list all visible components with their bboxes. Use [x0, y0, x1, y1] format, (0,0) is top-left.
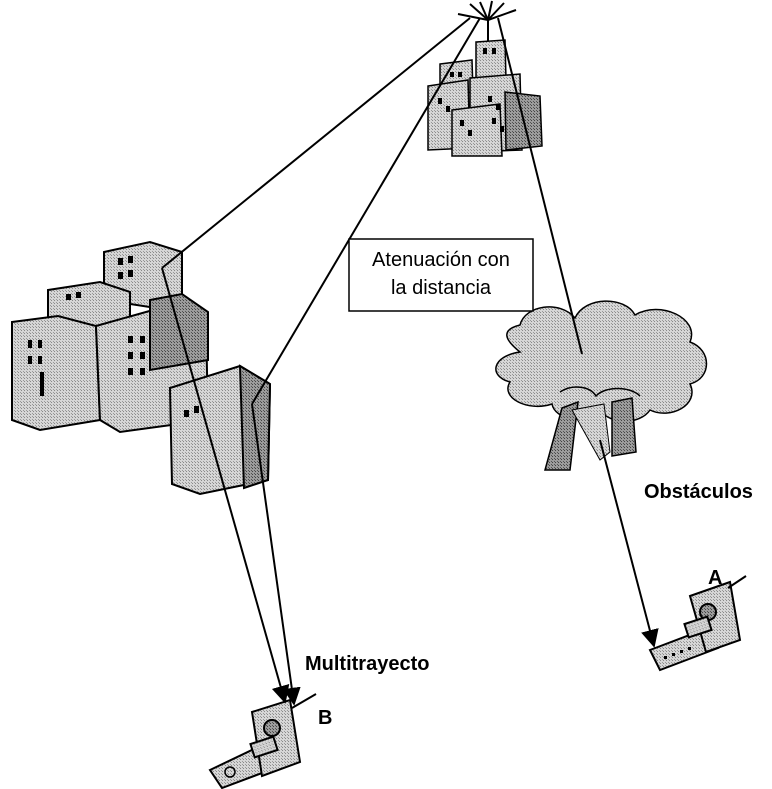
obstacles-label: Obstáculos: [644, 481, 753, 503]
attenuation-label-line1: Atenuación con: [372, 249, 510, 271]
phone-a-label: A: [708, 567, 722, 589]
phone-b-label: B: [318, 707, 332, 729]
building-cluster-icon: [12, 242, 270, 494]
path-tower-to-building: [162, 18, 470, 268]
attenuation-label-line2: la distancia: [391, 277, 492, 299]
mobile-phone-icon: [210, 694, 316, 788]
mobile-phone-icon: [650, 576, 746, 670]
attenuation-label-box: Atenuación con la distancia: [349, 239, 533, 311]
multipath-label: Multitrayecto: [305, 653, 429, 675]
path-tree-to-phone-a: [600, 440, 654, 646]
path-tower-to-lower-building: [252, 18, 480, 404]
